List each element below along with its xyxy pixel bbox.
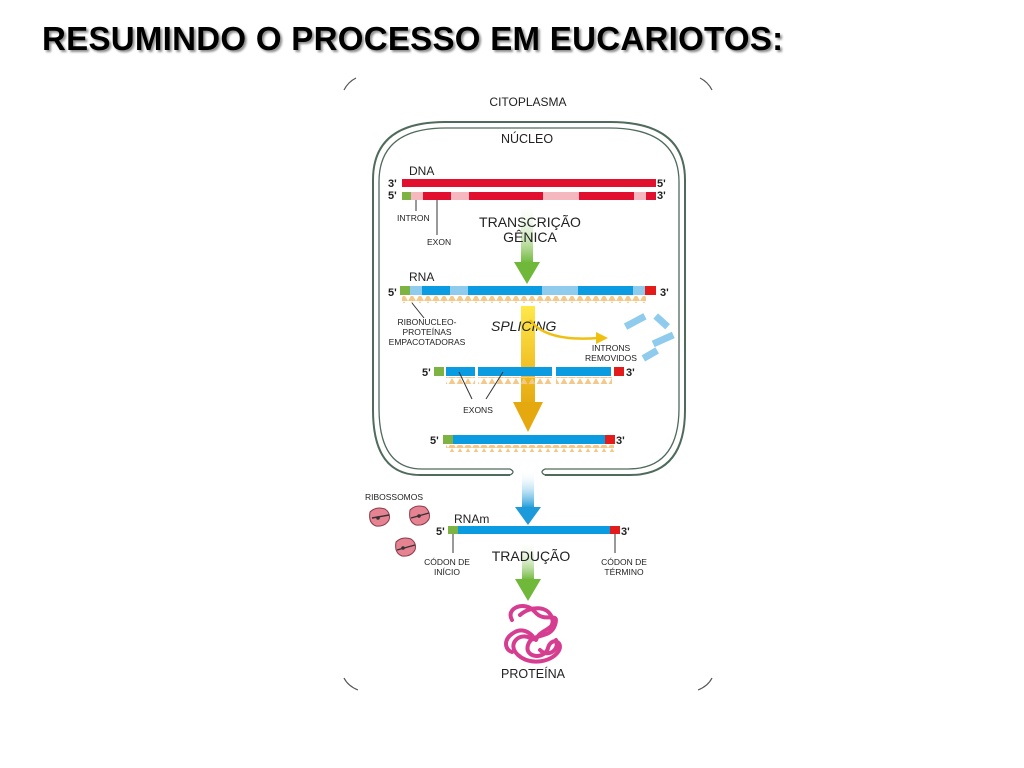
start-codon-line1: CÓDON DE [424, 557, 470, 567]
protein-label: PROTEÍNA [501, 666, 566, 681]
rna-exon-segment [468, 286, 542, 295]
mrna-label: RNAm [454, 512, 489, 526]
spliced-exon-segment [478, 367, 552, 376]
rnp-label-line2: PROTEÍNAS [402, 327, 451, 337]
removed-intron-pieces [623, 313, 675, 362]
stop-codon-line1: CÓDON DE [601, 557, 647, 567]
exons-pointer [485, 371, 504, 400]
rnp-pointer [411, 302, 425, 319]
rna-cap-segment [400, 286, 410, 295]
dna-top-3prime: 3' [388, 178, 397, 190]
spliced-3prime: 3' [626, 367, 635, 379]
rna-intron-segment [542, 286, 578, 295]
dna-intron-segment [634, 192, 646, 200]
dna-tail-segment [646, 192, 656, 200]
rna-label: RNA [409, 270, 434, 284]
mrna-3prime: 3' [621, 526, 630, 538]
rna-tail-segment [645, 286, 656, 295]
mrna-5prime: 5' [436, 526, 445, 538]
ribosome-icon [369, 507, 390, 527]
transcription-label-line2: GÊNICA [503, 229, 557, 245]
figure-corner-marks [343, 77, 713, 691]
mature-5prime: 5' [430, 435, 439, 447]
rnp-label-line3: EMPACOTADORAS [389, 337, 466, 347]
exons-pointer [458, 371, 473, 400]
mature-3prime: 3' [616, 435, 625, 447]
introns-removed-arrow [528, 319, 599, 340]
dna-coding-strand [402, 192, 656, 200]
mature-cap-segment [443, 435, 453, 444]
stop-codon-segment [610, 526, 620, 534]
rna-exon-segment [578, 286, 633, 295]
spliced-tail-segment [614, 367, 624, 376]
rnp-label-line1: RIBONUCLEO- [397, 317, 456, 327]
spliced-mrna-strand [434, 367, 624, 376]
intron-label: INTRON [397, 213, 430, 223]
cytoplasmic-mrna-strand [448, 526, 620, 534]
dna-intron-segment [411, 192, 423, 200]
rna-intron-segment [450, 286, 468, 295]
rna-exon-segment [422, 286, 450, 295]
spliced-rnp-row [446, 377, 475, 384]
dna-intron-segment [543, 192, 579, 200]
pre-mrna-strand [400, 286, 656, 295]
start-codon-segment [448, 526, 458, 534]
nucleus-label: NÚCLEO [501, 131, 553, 146]
mature-rnp-row [446, 445, 614, 452]
mature-tail-segment [605, 435, 615, 444]
dna-exon-segment [469, 192, 543, 200]
mature-coding-segment [453, 435, 605, 444]
slide-title: RESUMINDO O PROCESSO EM EUCARIOTOS: [42, 20, 784, 57]
spliced-rnp-row [478, 377, 552, 384]
dna-exon-segment [579, 192, 634, 200]
dna-cap-segment [402, 192, 411, 200]
dna-exon-segment [423, 192, 451, 200]
dna-intron-segment [451, 192, 469, 200]
mature-mrna-strand [443, 435, 615, 444]
introns-removed-line1: INTRONS [592, 343, 631, 353]
translation-label: TRADUÇÃO [492, 548, 571, 564]
protein-icon [504, 604, 562, 664]
spliced-5prime: 5' [422, 367, 431, 379]
translation-arrow [515, 542, 541, 601]
exons-label: EXONS [463, 405, 493, 415]
rna-intron-segment [410, 286, 422, 295]
rna-3prime: 3' [660, 287, 669, 299]
introns-removed-line2: REMOVIDOS [585, 353, 637, 363]
mrna-coding-segment [458, 526, 610, 534]
cytoplasm-label: CITOPLASMA [489, 95, 566, 109]
ribosome-icon [395, 537, 416, 557]
spliced-cap-segment [434, 367, 444, 376]
introns-removed-arrowhead [596, 332, 608, 344]
rna-intron-segment [633, 286, 645, 295]
exon-label: EXON [427, 237, 451, 247]
dna-bottom-3prime: 3' [657, 190, 666, 202]
spliced-exon-segment [556, 367, 611, 376]
nucleus-membrane [372, 121, 686, 476]
transcription-label-line1: TRANSCRIÇÃO [479, 214, 581, 230]
spliced-rnp-row [556, 377, 612, 384]
rnp-proteins-row [402, 296, 646, 303]
dna-label: DNA [409, 164, 434, 178]
stop-codon-line2: TÉRMINO [604, 567, 644, 577]
dna-bottom-5prime: 5' [388, 190, 397, 202]
nuclear-export-arrow [515, 472, 541, 525]
rna-5prime: 5' [388, 287, 397, 299]
transcription-arrow [514, 205, 540, 284]
spliced-exon-segment [446, 367, 475, 376]
dna-template-strand [402, 179, 656, 187]
start-codon-line2: INÍCIO [434, 567, 460, 577]
ribosome-icon [409, 505, 430, 526]
ribosomes-label: RIBOSSOMOS [365, 492, 423, 502]
dna-top-5prime: 5' [657, 178, 666, 190]
